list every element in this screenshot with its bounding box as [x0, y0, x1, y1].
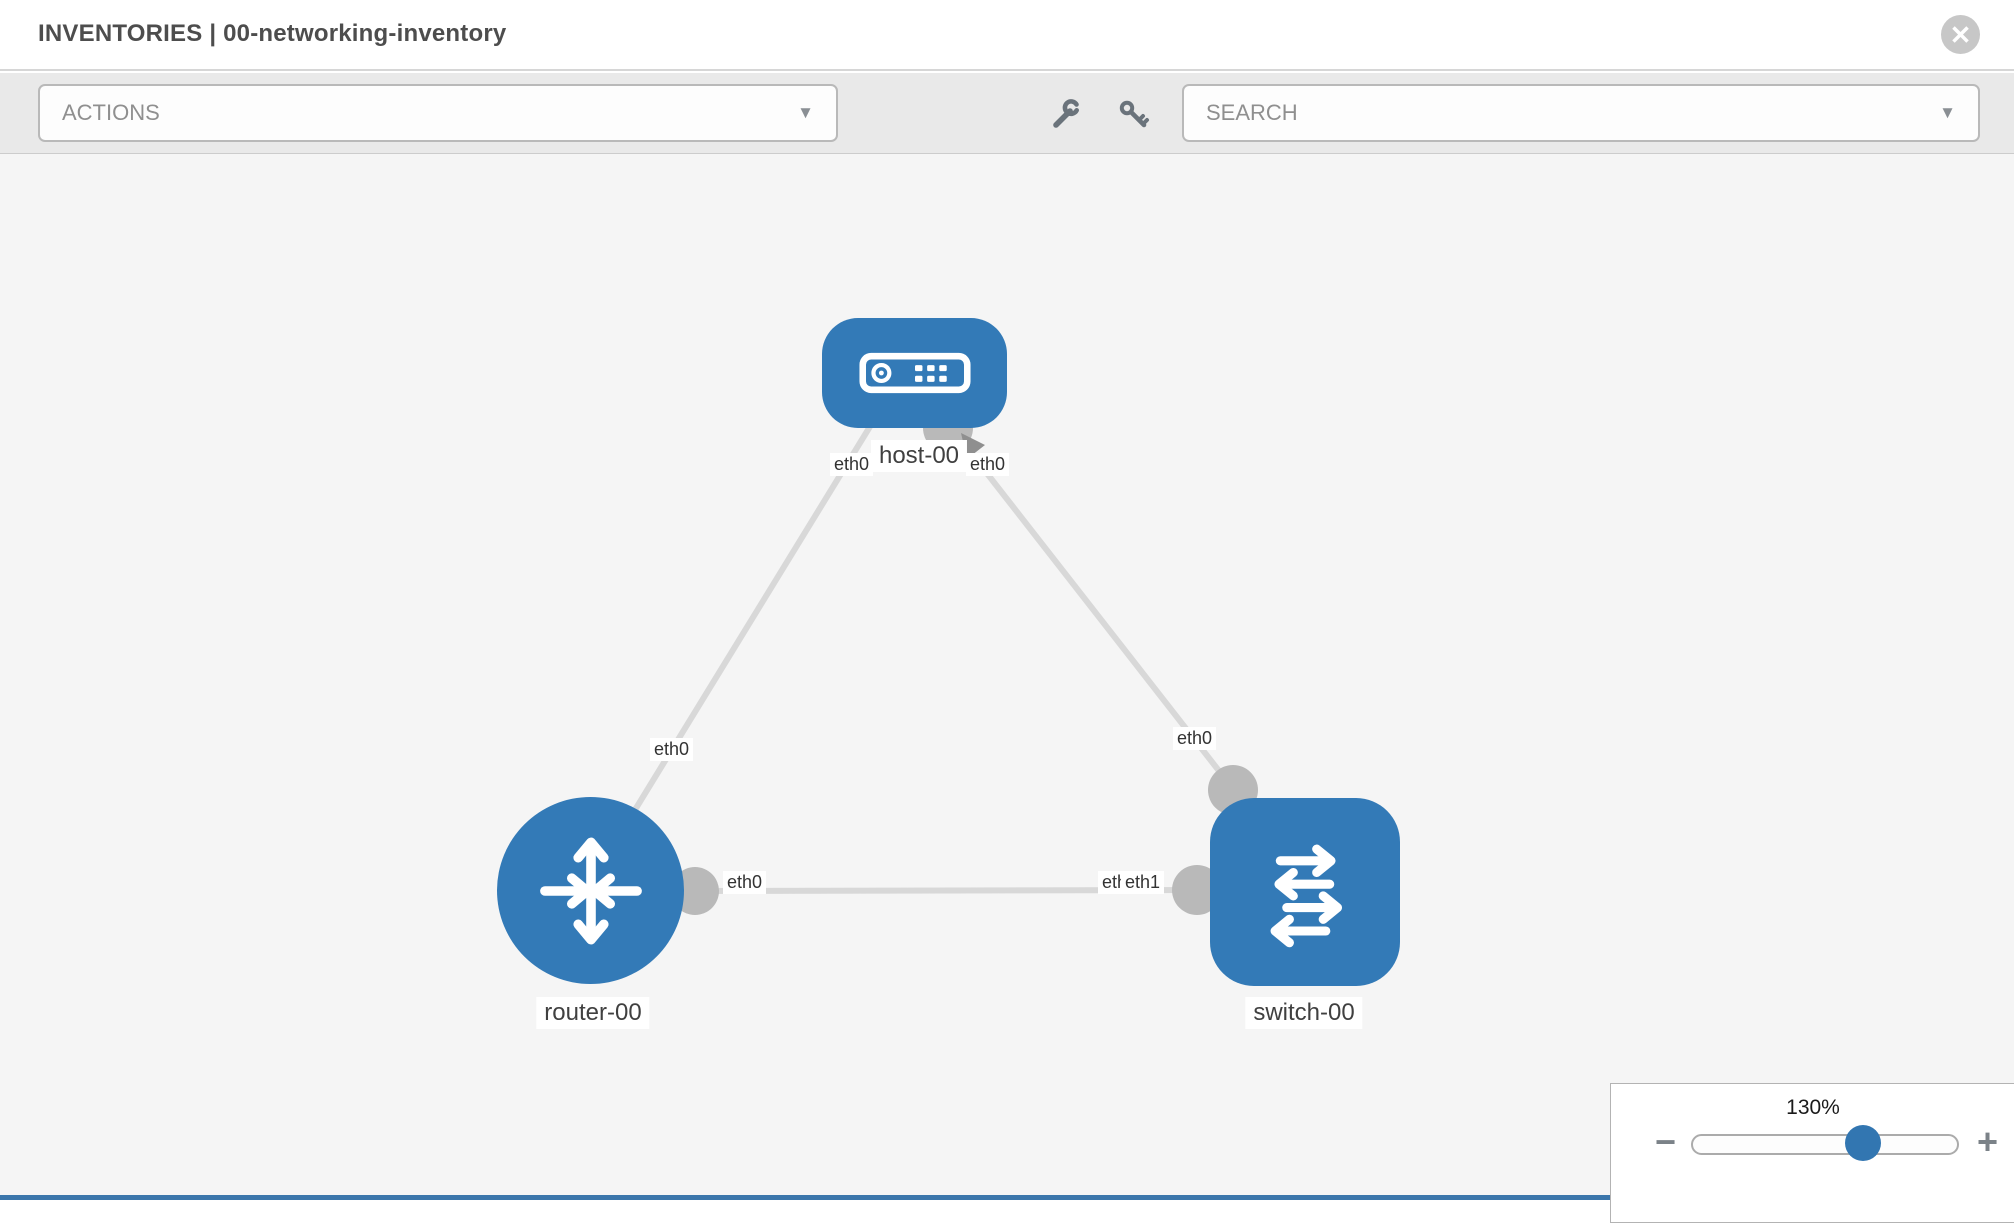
wrench-icon[interactable] — [1048, 97, 1084, 133]
node-router-00[interactable] — [497, 797, 684, 984]
toolbar: ACTIONS ▼ SEARCH ▼ — [0, 73, 2014, 154]
iface-label-host-right: eth0 — [966, 453, 1010, 476]
bottom-accent-strip — [0, 1195, 1610, 1200]
iface-label-router-eth0: eth0 — [723, 871, 767, 894]
close-icon: ✕ — [1949, 19, 1972, 50]
iface-label-switch-top: eth0 — [1173, 727, 1217, 750]
zoom-out-button[interactable]: − — [1655, 1121, 1677, 1162]
node-host-00[interactable] — [822, 318, 1007, 428]
iface-label-host-left: eth0 — [830, 453, 874, 476]
iface-circle-switch-eth1[interactable] — [1172, 865, 1222, 915]
zoom-percent: 130% — [1786, 1096, 1840, 1119]
search-dropdown[interactable]: SEARCH ▼ — [1182, 84, 1980, 142]
iface-label-router-link: eth0 — [650, 738, 694, 761]
host-icon — [858, 352, 971, 394]
actions-dropdown[interactable]: ACTIONS ▼ — [38, 84, 838, 142]
zoom-in-button[interactable]: + — [1977, 1121, 1999, 1162]
node-label-host-00: host-00 — [870, 440, 968, 472]
node-label-switch-00: switch-00 — [1245, 997, 1363, 1029]
node-label-router-00: router-00 — [536, 997, 650, 1029]
close-button[interactable]: ✕ — [1941, 15, 1980, 54]
search-dropdown-label: SEARCH — [1206, 100, 1298, 125]
header-bar: INVENTORIES | 00-networking-inventory ✕ — [0, 0, 2014, 71]
topology-canvas[interactable] — [0, 154, 2014, 1200]
zoom-slider-thumb[interactable] — [1845, 1125, 1881, 1161]
router-icon — [539, 837, 642, 944]
iface-label-switch-eth1-front: eth1 — [1121, 871, 1165, 894]
chevron-down-icon: ▼ — [797, 103, 814, 122]
key-icon[interactable] — [1116, 97, 1152, 133]
zoom-panel: 130% − + — [1610, 1083, 2014, 1223]
chevron-down-icon: ▼ — [1939, 103, 1956, 122]
page-title: INVENTORIES | 00-networking-inventory — [38, 20, 507, 47]
actions-dropdown-label: ACTIONS — [62, 100, 160, 125]
switch-icon — [1270, 844, 1343, 948]
node-switch-00[interactable] — [1210, 798, 1400, 986]
zoom-slider-track[interactable] — [1691, 1134, 1959, 1155]
